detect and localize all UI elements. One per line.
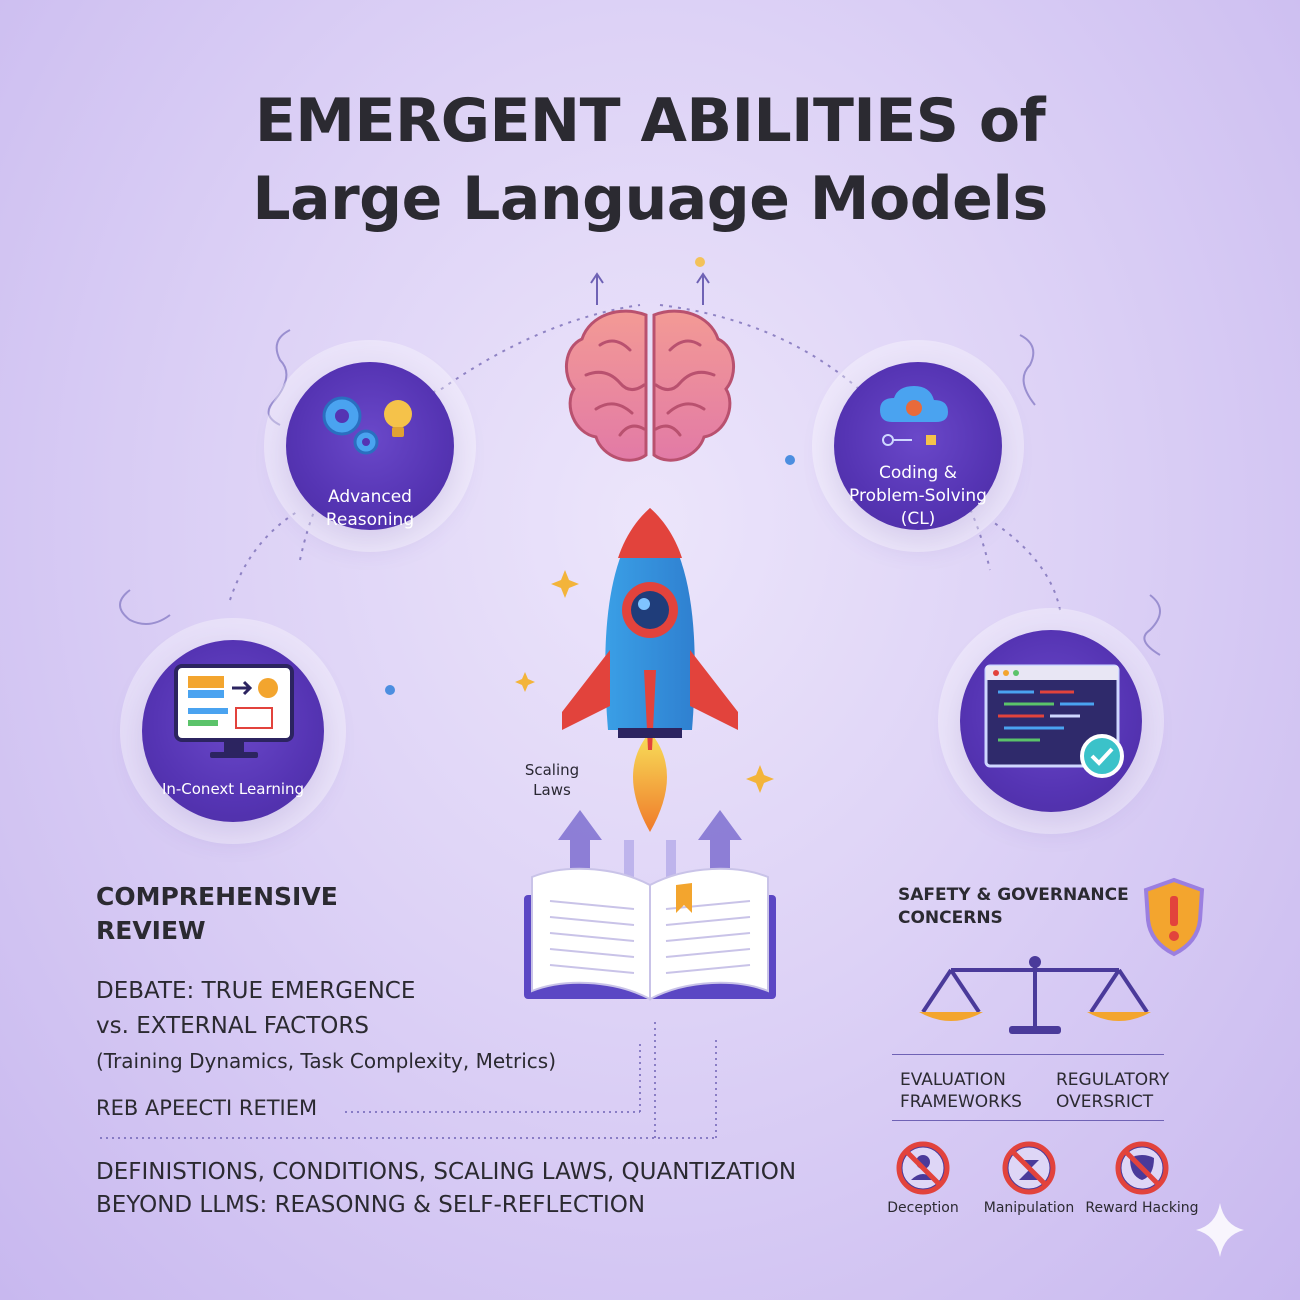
gears-icon [322, 396, 379, 455]
prohibited-icon [1115, 1141, 1169, 1195]
risk-label-reward-hacking: Reward Hacking [1085, 1200, 1199, 1216]
shield-alert-icon [1143, 877, 1205, 957]
node-coding-problem-solving: Coding & Problem-Solving (CL) [834, 362, 1002, 530]
reg-line-1: REGULATORY [1056, 1070, 1170, 1090]
coding-line-3: (CL) [900, 509, 936, 529]
debate-block: DEBATE: TRUE EMERGENCE vs. EXTERNAL FACT… [96, 974, 556, 1079]
reg-line-2: OVERSRICT [1056, 1092, 1154, 1112]
review-heading-line-1: COMPREHENSIVE [96, 882, 338, 911]
risk-manipulation: Manipulation [981, 1140, 1077, 1216]
topics-block: DEFINISTIONS, CONDITIONS, SCALING LAWS, … [96, 1156, 796, 1222]
in-context-learning-label: In-Conext Learning [161, 780, 305, 798]
ref-line: REB APEECTI RETIEM [96, 1096, 318, 1120]
eval-line-2: FRAMEWORKS [900, 1092, 1022, 1112]
page-title: EMERGENT ABILITIES of Large Language Mod… [0, 82, 1300, 238]
regulatory-oversight: REGULATORY OVERSRICT [1056, 1069, 1169, 1113]
divider-1 [892, 1054, 1164, 1055]
safety-heading: SAFETY & GOVERNANCE CONCERNS [898, 884, 1129, 930]
node-in-context-learning: In-Conext Learning [142, 640, 324, 822]
risk-deception: Deception [880, 1140, 966, 1216]
safety-heading-line-1: SAFETY & GOVERNANCE [898, 885, 1129, 905]
advanced-reasoning-line-2: Reasoning [325, 510, 415, 530]
safety-heading-line-2: CONCERNS [898, 908, 1003, 928]
review-heading: COMPREHENSIVE REVIEW [96, 880, 338, 948]
topics-line-2: BEYOND LLMS: REASONNG & SELF-REFLECTION [96, 1192, 646, 1218]
check-icon [1080, 734, 1124, 778]
risk-label-manipulation: Manipulation [983, 1200, 1075, 1216]
prohibited-icon [896, 1141, 950, 1195]
scaling-laws-line-1: Scaling [524, 761, 580, 779]
eval-line-1: EVALUATION [900, 1070, 1006, 1090]
code-window-icon [984, 664, 1124, 778]
sparkle-icon [1196, 1203, 1244, 1257]
evaluation-frameworks: EVALUATION FRAMEWORKS [900, 1069, 1022, 1113]
brain-icon [564, 309, 736, 462]
scaling-laws-label: Scaling Laws [502, 760, 602, 800]
up-arrows [558, 810, 742, 910]
node-code-window [960, 630, 1142, 812]
coding-line-2: Problem-Solving [849, 486, 987, 506]
divider-2 [892, 1120, 1164, 1121]
debate-line-3: (Training Dynamics, Task Complexity, Met… [96, 1049, 557, 1073]
cloud-icon [880, 386, 948, 422]
risk-reward-hacking: Reward Hacking [1084, 1140, 1200, 1216]
lightbulb-icon [384, 400, 412, 437]
node-advanced-reasoning: Advanced Reasoning [286, 362, 454, 530]
title-line-2: Large Language Models [252, 164, 1048, 234]
debate-line-1: DEBATE: TRUE EMERGENCE [96, 978, 416, 1004]
topics-line-1: DEFINISTIONS, CONDITIONS, SCALING LAWS, … [96, 1159, 797, 1185]
title-line-1: EMERGENT ABILITIES of [254, 86, 1046, 156]
monitor-icon [174, 664, 294, 758]
balance-scale-icon [919, 956, 1151, 1034]
book-icon [524, 867, 776, 1001]
prohibited-icon [1002, 1141, 1056, 1195]
advanced-reasoning-line-1: Advanced [328, 487, 412, 507]
rocket-icon [562, 508, 738, 832]
debate-line-2: vs. EXTERNAL FACTORS [96, 1013, 369, 1039]
coding-line-1: Coding & [878, 463, 957, 483]
scaling-laws-line-2: Laws [533, 781, 571, 799]
review-heading-line-2: REVIEW [96, 916, 206, 945]
risk-label-deception: Deception [887, 1200, 959, 1216]
